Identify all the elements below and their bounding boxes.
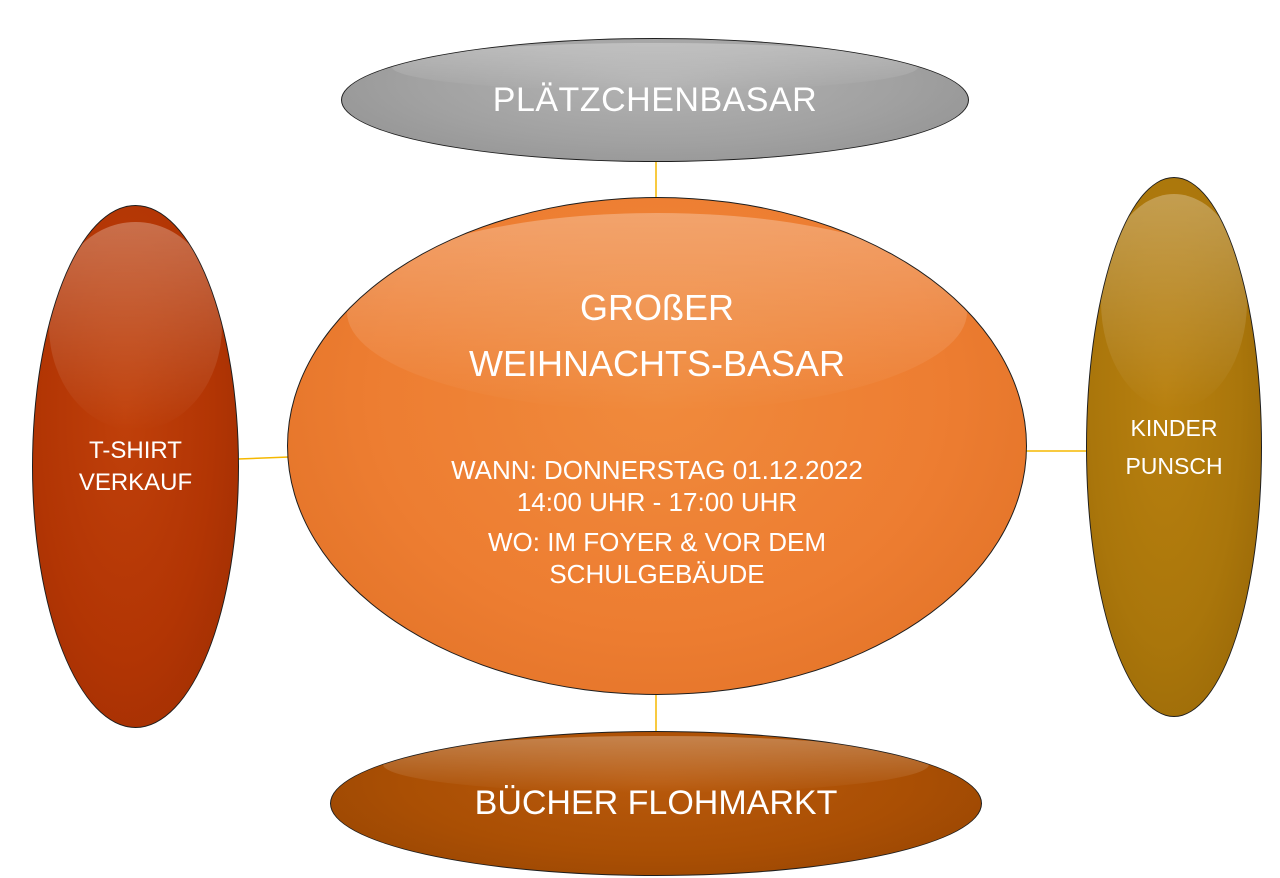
node-weihnachts-basar: GROßER WEIHNACHTS-BASAR WANN: DONNERSTAG…: [287, 197, 1027, 695]
node-tshirt-verkauf-label-line-2: VERKAUF: [78, 468, 193, 496]
node-kinder-punsch: KINDER PUNSCH: [1086, 177, 1262, 717]
center-when-line-1: WANN: DONNERSTAG 01.12.2022: [451, 455, 863, 485]
center-when-line-2: 14:00 UHR - 17:00 UHR: [516, 487, 798, 517]
center-when: WANN: DONNERSTAG 01.12.2022 14:00 UHR - …: [451, 454, 863, 518]
center-title-line-1: GROßER: [579, 287, 734, 328]
node-kinder-punsch-label-line-2: PUNSCH: [1125, 453, 1223, 479]
center-title-line-2: WEIHNACHTS-BASAR: [468, 343, 846, 384]
node-kinder-punsch-label-line-1: KINDER: [1130, 415, 1218, 441]
node-buecher-flohmarkt: BÜCHER FLOHMARKT: [330, 731, 982, 876]
center-where-line-2: SCHULGEBÄUDE: [549, 559, 765, 589]
node-plaetzchenbasar-label: PLÄTZCHENBASAR: [492, 80, 818, 119]
node-tshirt-verkauf-label-line-1: T-SHIRT: [89, 436, 182, 464]
node-tshirt-verkauf: T-SHIRT VERKAUF: [32, 205, 239, 728]
node-plaetzchenbasar: PLÄTZCHENBASAR: [341, 38, 969, 162]
center-where-line-1: WO: IM FOYER & VOR DEM: [487, 527, 826, 557]
connector-left: [237, 456, 290, 460]
node-buecher-flohmarkt-label: BÜCHER FLOHMARKT: [474, 784, 838, 822]
center-where: WO: IM FOYER & VOR DEM SCHULGEBÄUDE: [488, 526, 826, 590]
